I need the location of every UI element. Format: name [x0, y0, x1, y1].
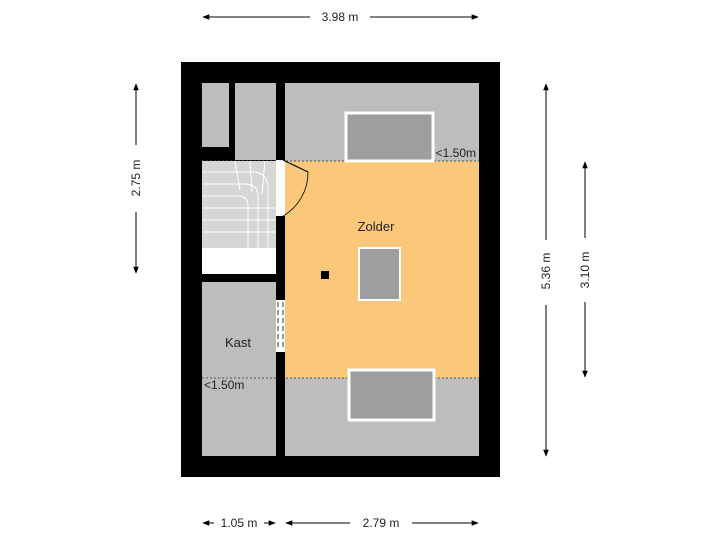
closet-floor	[202, 282, 276, 456]
staircase	[202, 160, 276, 274]
dimension-right-inner-label: 3.10 m	[578, 252, 592, 289]
dimension-bottom-right-label: 2.79 m	[363, 516, 400, 530]
low-height-note-top: <1.50m	[436, 146, 476, 160]
left-top-cabinet-1	[202, 83, 229, 147]
dimension-top: 3.98 m	[202, 10, 479, 24]
closet-door	[276, 300, 285, 352]
dimension-bottom-left-label: 1.05 m	[221, 516, 258, 530]
dimension-bottom-left: 1.05 m	[202, 516, 276, 530]
dimension-right-inner: 3.10 m	[578, 161, 592, 378]
dimension-left-label: 2.75 m	[129, 160, 143, 197]
dimension-top-label: 3.98 m	[322, 10, 359, 24]
inner-wall	[276, 83, 285, 456]
left-top-cabinet-2	[235, 83, 276, 160]
dimension-left: 2.75 m	[129, 83, 143, 274]
door	[276, 159, 309, 217]
skylight-bottom	[347, 368, 436, 422]
skylight-center	[358, 247, 401, 301]
room-label-kast: Kast	[225, 335, 251, 350]
dimension-bottom-right: 2.79 m	[285, 516, 479, 530]
chimney-marker	[321, 271, 329, 279]
room-label-zolder: Zolder	[358, 219, 396, 234]
wall-divider-top	[229, 83, 235, 147]
low-height-note-bottom: <1.50m	[204, 378, 244, 392]
skylight-top	[344, 111, 435, 163]
dimension-right-outer-label: 5.36 m	[539, 253, 553, 290]
dimension-right-outer: 5.36 m	[539, 83, 553, 457]
wall-divider-closet	[202, 274, 276, 282]
